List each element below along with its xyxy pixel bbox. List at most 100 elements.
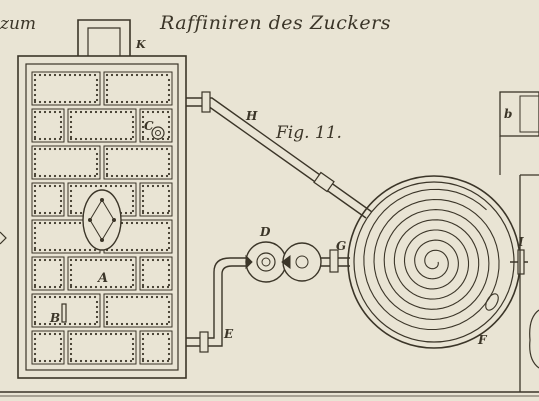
left-edge-fragment — [0, 231, 7, 245]
rivet — [53, 221, 57, 225]
rivet — [167, 189, 171, 193]
label-h: H — [245, 109, 258, 123]
rivet — [141, 273, 145, 277]
rivet — [95, 93, 99, 97]
rivet — [58, 137, 62, 141]
rivet — [63, 147, 67, 151]
rivet — [33, 157, 37, 161]
label-b-lower: b — [504, 107, 512, 121]
rivet — [88, 295, 92, 299]
rivet — [129, 332, 133, 336]
rivet — [83, 174, 87, 178]
rivet — [105, 147, 109, 151]
rivet — [114, 332, 118, 336]
rivet — [83, 100, 87, 104]
rivet — [38, 137, 42, 141]
rivet — [161, 332, 165, 336]
rivet — [43, 285, 47, 289]
rivet — [58, 184, 62, 188]
rivet — [69, 194, 73, 198]
rivet — [105, 305, 109, 309]
rivet — [131, 263, 135, 267]
rivet — [141, 130, 145, 134]
rivet — [93, 322, 97, 326]
label-i: I — [517, 235, 524, 249]
rivet — [69, 352, 73, 356]
rivet — [150, 73, 154, 77]
label-c: C — [144, 119, 154, 133]
rivet — [99, 285, 103, 289]
rivet — [167, 246, 171, 250]
rivet — [59, 115, 63, 119]
rivet — [167, 226, 171, 230]
rivet — [79, 258, 83, 262]
rivet — [129, 211, 133, 215]
rivet — [73, 248, 77, 252]
rivet — [89, 359, 93, 363]
rivet — [88, 248, 92, 252]
rivet — [104, 184, 108, 188]
pipe-h — [186, 91, 373, 219]
rivet — [33, 231, 37, 235]
rivet — [120, 73, 124, 77]
rivet — [79, 359, 83, 363]
rivet — [33, 246, 37, 250]
brick — [31, 330, 65, 365]
rivet — [145, 221, 149, 225]
label-d: D — [259, 225, 271, 239]
rivet — [48, 174, 52, 178]
rivet — [130, 147, 134, 151]
rivet — [73, 73, 77, 77]
rivet — [59, 352, 63, 356]
rivet — [151, 211, 155, 215]
rivet — [160, 174, 164, 178]
rivet — [69, 209, 73, 213]
rivet — [145, 147, 149, 151]
rivet — [131, 337, 135, 341]
rivet — [167, 310, 171, 314]
brick — [139, 108, 173, 143]
rivet — [94, 110, 98, 114]
rivet — [131, 125, 135, 129]
rivet — [53, 258, 57, 262]
rivet — [59, 263, 63, 267]
rivet — [124, 110, 128, 114]
rivet — [33, 283, 37, 287]
rivet — [33, 172, 37, 176]
rivet — [78, 322, 82, 326]
rivet — [43, 295, 47, 299]
rivet — [131, 130, 135, 134]
rivet — [151, 137, 155, 141]
rivet — [88, 100, 92, 104]
rivet — [48, 258, 52, 262]
rivet — [105, 310, 109, 314]
rivet — [69, 268, 73, 272]
rivet — [93, 174, 97, 178]
rivet — [115, 73, 119, 77]
rivet — [141, 258, 145, 262]
rivet — [141, 337, 145, 341]
rivet — [38, 73, 42, 77]
rivet — [150, 248, 154, 252]
rivet — [151, 258, 155, 262]
rivet — [167, 125, 171, 129]
rivet — [141, 359, 145, 363]
brick — [31, 182, 65, 217]
rivet — [156, 359, 160, 363]
rivet — [141, 211, 145, 215]
rivet — [48, 332, 52, 336]
rivet — [89, 285, 93, 289]
rivet — [99, 137, 103, 141]
rivet — [130, 221, 134, 225]
rivet — [38, 248, 42, 252]
rivet — [73, 221, 77, 225]
rivet — [74, 110, 78, 114]
rivet — [130, 100, 134, 104]
rivet — [48, 248, 52, 252]
rivet — [59, 273, 63, 277]
rivet — [83, 322, 87, 326]
rivet — [105, 174, 109, 178]
rivet — [130, 248, 134, 252]
rivet — [161, 211, 165, 215]
brick — [67, 108, 137, 143]
